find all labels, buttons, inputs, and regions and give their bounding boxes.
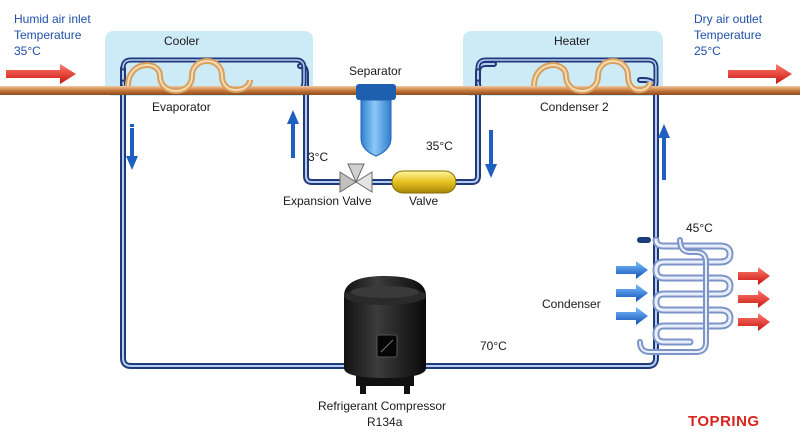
inlet-arrow: [6, 64, 76, 84]
compressor-temp: 70°C: [480, 339, 507, 353]
air-duct: [0, 86, 800, 95]
inlet-line1: Humid air inlet: [14, 12, 91, 26]
condenser-temp: 45°C: [686, 221, 713, 235]
labels: Humid air inlet Temperature 35°C Dry air…: [14, 12, 763, 430]
compressor: [344, 276, 426, 394]
heater-title: Heater: [554, 34, 590, 48]
valve-capsule: [391, 170, 457, 194]
heater-box: [463, 31, 663, 96]
cooler-title: Cooler: [164, 34, 199, 48]
condenser-coil: [637, 236, 734, 355]
separator: [356, 84, 396, 157]
outlet-line2: Temperature: [694, 28, 762, 42]
inlet-temp: 35°C: [14, 44, 41, 58]
flow-arrow-up-right: [658, 124, 670, 180]
separator-label: Separator: [349, 64, 402, 78]
outlet-temp: 25°C: [694, 44, 721, 58]
condenser-outflow-arrows: [738, 267, 770, 331]
flow-arrow-down-valve: [485, 130, 497, 178]
flow-arrows: [126, 110, 670, 180]
compressor-label: Refrigerant Compressor: [318, 399, 446, 413]
flow-arrow-up-exp: [287, 110, 299, 158]
evaporator-coil: [125, 58, 253, 94]
condenser-label: Condenser: [542, 297, 601, 311]
valve-temp: 35°C: [426, 139, 453, 153]
condenser-2-label: Condenser 2: [540, 100, 609, 114]
outlet-line1: Dry air outlet: [694, 12, 763, 26]
brand-logo: TOPRING: [688, 413, 760, 430]
expansion-temp: 3°C: [308, 150, 328, 164]
condenser-2-coil: [531, 58, 653, 94]
outlet-arrow: [728, 64, 792, 84]
evaporator-label: Evaporator: [152, 100, 211, 114]
flow-arrow-down-left: [126, 124, 138, 170]
inlet-line2: Temperature: [14, 28, 82, 42]
valve-label: Valve: [409, 194, 438, 208]
refrigerant-type: R134a: [367, 415, 403, 429]
expansion-label: Expansion Valve: [283, 194, 372, 208]
condenser-inflow-arrows: [616, 261, 648, 325]
expansion-valve: [339, 163, 373, 193]
